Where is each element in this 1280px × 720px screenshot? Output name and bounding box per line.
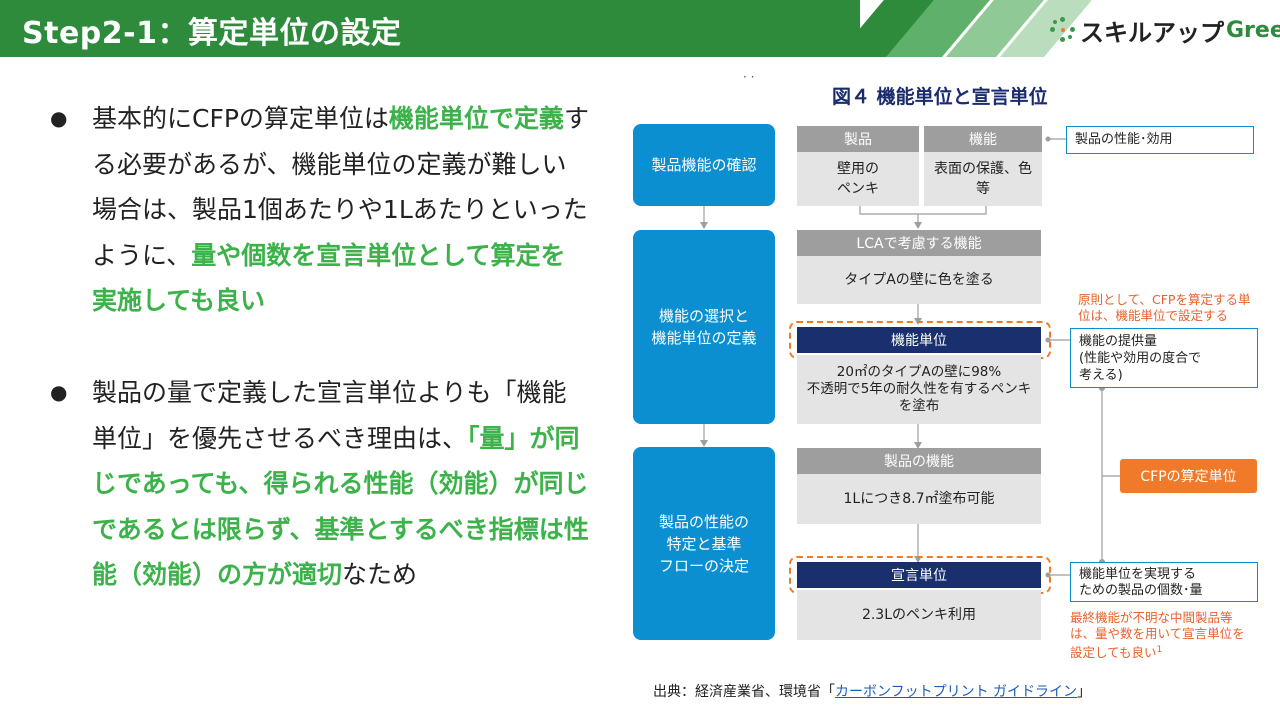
source-suffix: 」 (1077, 684, 1092, 700)
logo-text: スキルアップ (1080, 18, 1224, 47)
bullet-item: ● 製品の量で定義した宣言単位よりも「機能単位」を優先させるべき理由は、「量」が… (50, 370, 590, 598)
final-note: 最終機能が不明な中間製品等 は、量や数を用いて宣言単位を 設定しても良い1 (1070, 610, 1245, 661)
declared-unit-body: 2.3Lのペンキ利用 (797, 590, 1041, 640)
bullet-text: 基本的にCFPの算定単位は (92, 104, 389, 133)
figure-marks: · · (743, 70, 755, 84)
bullet-dot-icon: ● (50, 106, 68, 130)
step-confirm-function: 製品機能の確認 (633, 124, 775, 206)
brand-logo: スキルアップ Green (1050, 14, 1280, 47)
source-citation: 出典：経済産業省、環境省「カーボンフットプリント ガイドライン」 (653, 681, 1091, 701)
figure-title: 図４ 機能単位と宣言単位 (832, 86, 1048, 108)
final-note-footnote: 1 (1156, 645, 1163, 655)
provision-label: 機能の提供量 (性能や効用の度合で 考える) (1070, 328, 1258, 388)
source-link[interactable]: カーボンフットプリント ガイドライン (835, 684, 1078, 700)
final-note-text: 最終機能が不明な中間製品等 は、量や数を用いて宣言単位を 設定しても良い (1070, 610, 1245, 661)
performance-label: 製品の性能･効用 (1066, 126, 1254, 154)
function-header: 機能 (924, 126, 1042, 152)
source-prefix: 出典：経済産業省、環境省「 (653, 684, 835, 700)
principle-note: 原則として、CFPを算定する単 位は、機能単位で設定する (1078, 292, 1251, 323)
bullet-highlight: 量や個数を宣言単位として算定を実施しても良い (92, 240, 566, 316)
functional-unit-header: 機能単位 (797, 327, 1041, 353)
bullet-list: ● 基本的にCFPの算定単位は機能単位で定義する必要があるが、機能単位の定義が難… (50, 96, 590, 598)
sparkle-icon (1050, 17, 1076, 43)
logo-green-text: Green (1226, 17, 1280, 43)
bullet-text: 製品の量で定義した宣言単位よりも「機能単位」を優先させるべき理由は、 (92, 377, 567, 453)
page-title: Step2-1：算定単位の設定 (22, 16, 402, 51)
function-body: 表面の保護、色 等 (924, 152, 1042, 206)
realize-label: 機能単位を実現する ための製品の個数･量 (1070, 562, 1258, 602)
product-function-body: 1Lにつき8.7㎡塗布可能 (797, 474, 1041, 524)
bullet-dot-icon: ● (50, 379, 68, 404)
bullet-highlight: 機能単位で定義 (388, 104, 564, 133)
title-band (0, 0, 860, 57)
lca-function-header: LCAで考慮する機能 (797, 230, 1041, 256)
declared-unit-header: 宣言単位 (797, 562, 1041, 588)
step-define-functional-unit: 機能の選択と 機能単位の定義 (633, 230, 775, 424)
product-header: 製品 (797, 126, 919, 152)
cfp-unit-badge: CFPの算定単位 (1120, 459, 1257, 493)
step-reference-flow: 製品の性能の 特定と基準 フローの決定 (633, 447, 775, 640)
lca-function-body: タイプAの壁に色を塗る (797, 256, 1041, 304)
product-function-header: 製品の機能 (797, 448, 1041, 474)
bullet-text: なため (342, 560, 418, 590)
bullet-item: ● 基本的にCFPの算定単位は機能単位で定義する必要があるが、機能単位の定義が難… (50, 96, 590, 324)
product-body: 壁用の ペンキ (797, 152, 919, 206)
bullet-text: する必要があるが、機能単位の定義が難しい場合は、製品1個あたりや1Lあたりといっ… (92, 104, 589, 270)
header-bar: Step2-1：算定単位の設定 スキルアップ Green (0, 0, 1280, 57)
bullet-highlight: 「量」が同じであっても、得られる性能（効能）が同じであるとは限らず、基準とするべ… (92, 423, 589, 590)
functional-unit-body: 20㎡のタイプAの壁に98% 不透明で5年の耐久性を有するペンキ を塗布 (797, 355, 1041, 424)
